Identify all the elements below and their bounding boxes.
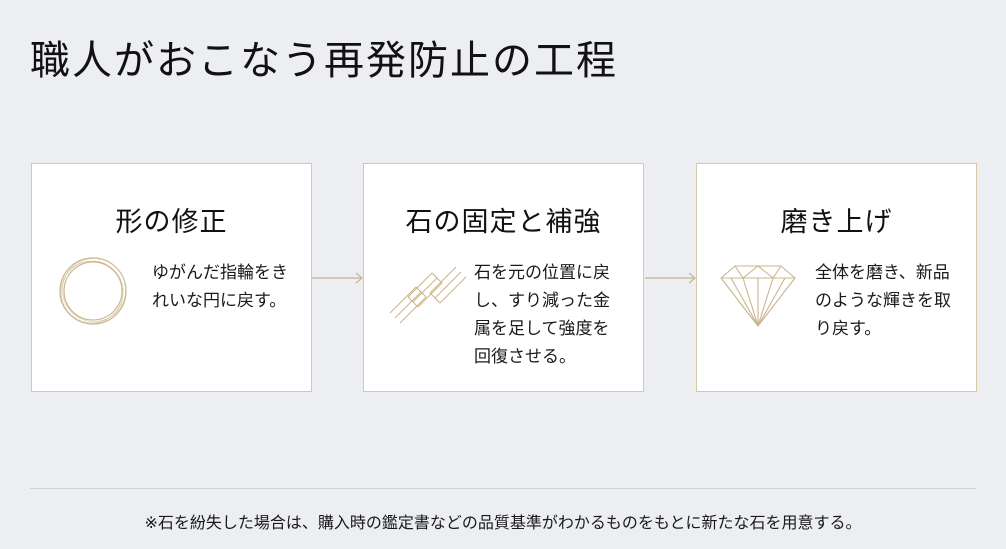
ring-icon (59, 257, 127, 325)
page-title: 職人がおこなう再発防止の工程 (30, 38, 618, 84)
step-title: 形の修正 (115, 207, 228, 238)
step-card-polishing: 磨き上げ 全体を磨き、新品のような輝きを取り戻す。 (696, 163, 977, 392)
step-description: ゆがんだ指輪をきれいな円に戻す。 (152, 263, 288, 311)
step-description: 全体を磨き、新品のような輝きを取り戻す。 (815, 263, 951, 339)
chain-link-icon (389, 266, 467, 324)
arrow-right-icon (312, 272, 363, 284)
divider (30, 488, 976, 489)
step-title: 石の固定と補強 (405, 207, 602, 238)
step-title: 磨き上げ (780, 207, 893, 238)
arrow-right-icon (645, 272, 696, 284)
diamond-icon (720, 265, 796, 327)
footnote: ※石を紛失した場合は、購入時の鑑定書などの品質基準がわかるものをもとに新たな石を… (144, 513, 862, 532)
step-card-shape-correction: 形の修正 ゆがんだ指輪をきれいな円に戻す。 (31, 163, 312, 392)
step-card-stone-fixing: 石の固定と補強 石を元の位置に戻し、すり減った金属を足して強度を回復させる。 (363, 163, 644, 392)
step-description: 石を元の位置に戻し、すり減った金属を足して強度を回復させる。 (474, 263, 610, 367)
